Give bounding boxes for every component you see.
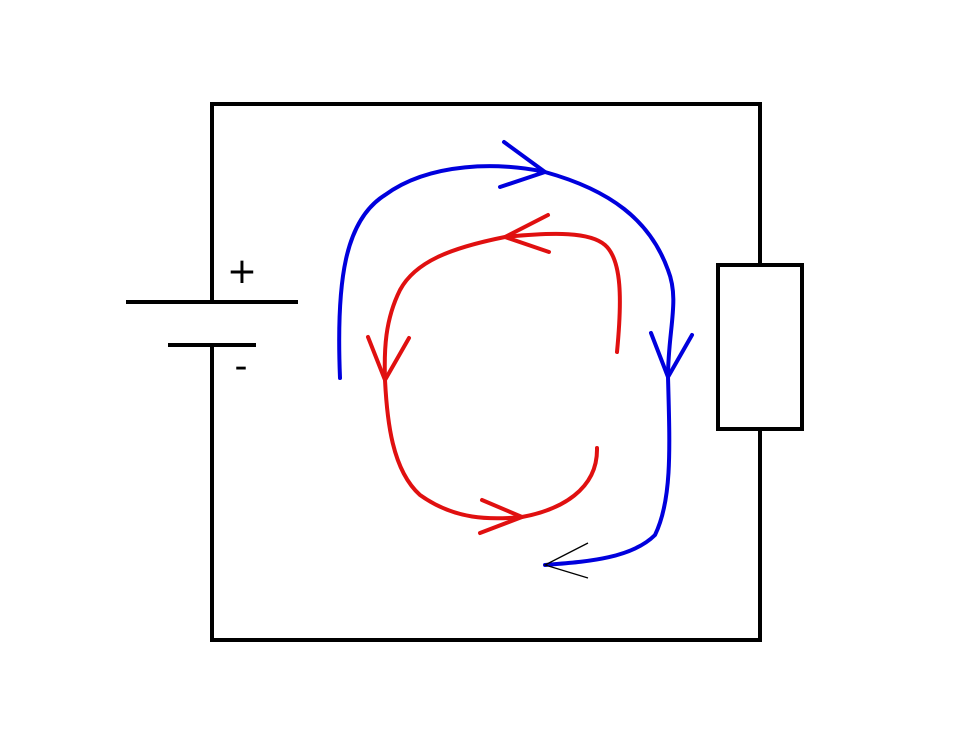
inner-loop-path — [382, 231, 622, 521]
battery-negative-label: - — [235, 346, 248, 387]
outer-loop-arrow-right — [649, 331, 694, 379]
resistor — [716, 263, 804, 431]
inner-loop-arrow-top — [503, 213, 551, 254]
inner-current-loop — [366, 213, 622, 535]
outer-current-loop — [337, 140, 694, 579]
outer-loop-path — [337, 164, 676, 567]
outer-loop-arrow-top — [498, 140, 547, 189]
bottom-wire — [210, 343, 762, 642]
inner-loop-arrow-bottom — [478, 498, 524, 535]
outer-loop-arrow-bottom — [543, 542, 589, 579]
circuit-wires — [210, 102, 762, 642]
top-wire — [210, 102, 762, 267]
battery: + - — [126, 251, 298, 387]
inner-loop-arrow-left — [366, 335, 411, 382]
battery-positive-label: + — [227, 251, 257, 292]
